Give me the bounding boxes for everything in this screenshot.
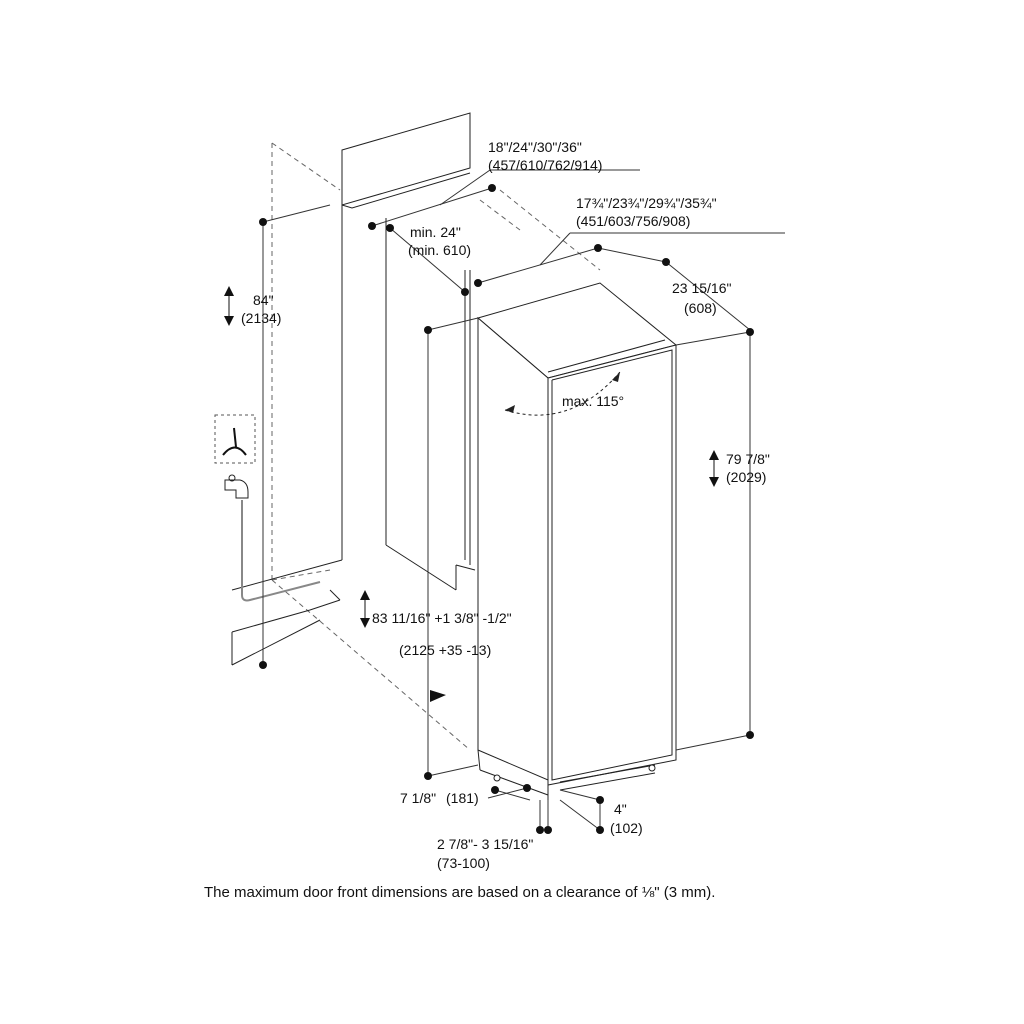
door-height-inch: 83 11/16" +1 3/8" -1/2" <box>372 610 512 626</box>
plinth-depth-inch: 4" <box>614 801 627 817</box>
top-cabinet <box>341 112 471 209</box>
dimension-lines <box>262 169 785 831</box>
niche-width-mm: (457/610/762/914) <box>488 157 603 173</box>
footnote: The maximum door front dimensions are ba… <box>204 884 716 901</box>
door-width-mm: (451/603/756/908) <box>576 213 691 229</box>
niche-outline <box>271 142 601 751</box>
appliance-body <box>476 282 678 800</box>
plinth-height-mm: (73-100) <box>437 855 490 871</box>
appliance-height-mm: (2029) <box>726 469 767 485</box>
min-depth-inch: min. 24" <box>410 224 461 240</box>
niche-height-mm: (2134) <box>241 310 282 326</box>
depth-mm: (608) <box>684 300 717 316</box>
min-depth-mm: (min. 610) <box>408 242 472 258</box>
door-angle: max. 115° <box>562 393 625 409</box>
toe-kick-mm: (181) <box>446 790 479 806</box>
plinth-depth-mm: (102) <box>610 820 643 836</box>
water-pipe <box>241 500 321 602</box>
door-swing-arc <box>504 371 621 416</box>
door-height-mm: (2125 +35 -13) <box>399 642 492 658</box>
door-width-inch: 17¾"/23¾"/29¾"/35¾" <box>576 195 717 211</box>
installation-direction-arrow-icon <box>430 690 446 702</box>
dimension-markers <box>259 184 754 834</box>
power-outlet-icon <box>214 414 256 464</box>
niche-height-inch: 84" <box>253 292 274 308</box>
plinth-height-inch: 2 7/8"- 3 15/16" <box>437 836 534 852</box>
niche-walls <box>231 205 476 666</box>
toe-kick-inch: 7 1/8" <box>400 790 437 806</box>
height-arrows <box>224 286 719 628</box>
water-tap-icon <box>224 474 249 499</box>
depth-inch: 23 15/16" <box>672 280 732 296</box>
appliance-height-inch: 79 7/8" <box>726 451 770 467</box>
niche-width-inch: 18"/24"/30"/36" <box>488 139 582 155</box>
